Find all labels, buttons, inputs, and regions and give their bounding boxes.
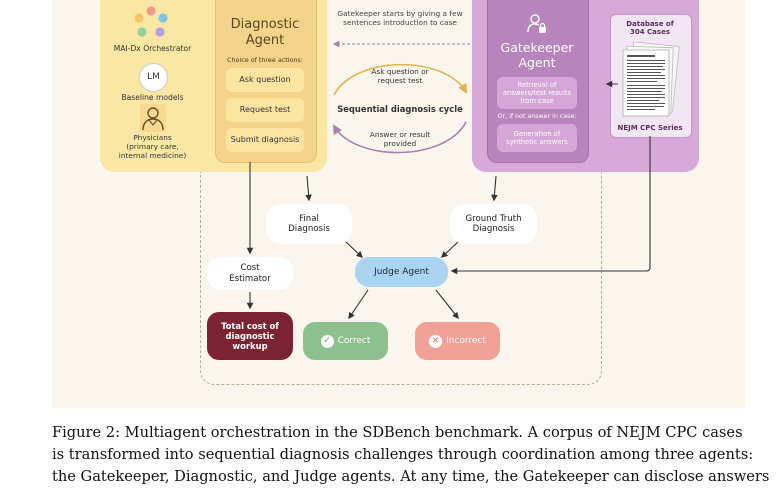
- ground-truth-line: Diagnosis: [472, 224, 515, 234]
- caption-line: the Gatekeeper, Diagnostic, and Judge ag…: [52, 468, 770, 485]
- figure-caption: Figure 2: Multiagent orchestration in th…: [52, 422, 770, 488]
- baseline-label: Baseline models: [121, 93, 184, 102]
- judge-agent-box: Judge Agent: [355, 257, 448, 287]
- gatekeeper-intro-line: sentences introduction to case: [343, 17, 457, 27]
- retrieval-line: Retrieval of: [517, 80, 557, 89]
- cycle-top-label: Ask question or request test: [350, 67, 450, 86]
- diagnostic-agent-title-line: Agent: [245, 32, 285, 48]
- diagnostic-agent-subtitle: Choice of three actions:: [227, 56, 303, 64]
- ground-truth-line: Ground Truth: [465, 213, 522, 224]
- judge-to-correct-arrow: [348, 289, 369, 320]
- request-test-label: Request test: [239, 105, 291, 115]
- retrieval-line: answers/test results: [502, 88, 572, 97]
- diagnostic-agent-title-line: Diagnostic: [230, 17, 300, 32]
- dashed-workflow-boundary: [200, 172, 602, 385]
- cost-estimator-box: Cost Estimator: [207, 257, 293, 290]
- correct-label: Correct: [337, 335, 371, 346]
- diagnostic-agent-title: Diagnostic Agent: [215, 17, 315, 48]
- fallback-label: Or, if not answer in case:: [497, 113, 577, 120]
- final-diagnosis-line: Final: [299, 213, 319, 224]
- caption-line: is transformed into sequential diagnosis…: [52, 446, 754, 463]
- physicians-label: Physicians (primary care, internal medic…: [100, 133, 205, 161]
- database-title-line: 304 Cases: [630, 28, 670, 37]
- total-cost-box: Total cost of diagnostic workup: [207, 312, 293, 360]
- mai-dx-orchestrator-icon: [134, 6, 168, 37]
- judge-agent-label: Judge Agent: [374, 266, 429, 277]
- submit-diagnosis-label: Submit diagnosis: [230, 135, 300, 145]
- ask-question-label: Ask question: [239, 75, 291, 85]
- submit-to-final-arrow: [305, 175, 312, 202]
- gatekeeper-agent-title: Gatekeeper Agent: [487, 40, 587, 70]
- language-model-icon: LM: [139, 63, 168, 92]
- generation-line: synthetic answers: [506, 138, 568, 146]
- physician-icon: [140, 104, 166, 132]
- database-title: Database of 304 Cases: [610, 20, 690, 37]
- cycle-bottom-line: provided: [383, 138, 417, 148]
- cycle-top-line: Ask question or: [371, 67, 429, 76]
- submit-diagnosis-action: Submit diagnosis: [226, 128, 304, 152]
- cost-estimator-line: Cost: [240, 263, 260, 274]
- database-series-label: NEJM CPC Series: [617, 124, 683, 132]
- ground-truth-box: Ground Truth Diagnosis: [450, 204, 537, 244]
- total-cost-line: Total cost of: [221, 320, 279, 331]
- figure-2: MAI-Dx Orchestrator LM Baseline models P…: [52, 0, 769, 485]
- total-cost-line: workup: [232, 341, 268, 352]
- final-to-judge-arrow: [345, 241, 363, 258]
- gatekeeper-agent-title-line: Agent: [518, 55, 556, 70]
- total-cost-line: diagnostic: [225, 330, 275, 341]
- ask-question-action: Ask question: [226, 68, 304, 92]
- gatekeeper-intro-line: Gatekeeper starts by giving a few: [337, 9, 463, 18]
- request-test-action: Request test: [226, 98, 304, 122]
- gatekeeper-intro-label: Gatekeeper starts by giving a few senten…: [330, 9, 470, 28]
- retrieval-line: from case: [520, 97, 554, 106]
- gatekeeper-person-lock-icon: [527, 14, 546, 33]
- flow-arrows: [246, 40, 651, 320]
- generation-line: Generation of: [513, 129, 561, 138]
- incorrect-outcome-box: ✕ Incorrect: [415, 322, 500, 360]
- cycle-center-label: Sequential diagnosis cycle: [337, 104, 463, 114]
- check-icon: ✓: [320, 334, 334, 348]
- orchestrator-label: MAI-Dx Orchestrator: [113, 44, 192, 53]
- ground-truth-to-judge-arrow: [441, 241, 459, 258]
- physicians-label-line: internal medicine): [118, 150, 187, 160]
- cycle-top-line: request test: [377, 75, 423, 85]
- cross-icon: ✕: [429, 334, 443, 348]
- correct-outcome-box: ✓ Correct: [303, 322, 388, 360]
- cycle-bottom-label: Answer or result provided: [350, 130, 450, 149]
- final-diagnosis-box: Final Diagnosis: [266, 204, 352, 244]
- database-title-line: Database of: [626, 20, 674, 28]
- baseline-icon-text: LM: [147, 72, 160, 83]
- judge-to-incorrect-arrow: [435, 289, 459, 320]
- incorrect-label: Incorrect: [446, 335, 486, 346]
- cycle-bottom-line: Answer or result: [369, 130, 431, 139]
- gatekeeper-to-ground-truth-arrow: [491, 175, 498, 202]
- physicians-label-line: (primary care,: [126, 141, 179, 151]
- case-documents-icon: [622, 42, 680, 117]
- final-diagnosis-line: Diagnosis: [288, 224, 330, 234]
- physicians-label-line: Physicians: [133, 133, 172, 142]
- retrieval-step: Retrieval of answers/test results from c…: [497, 77, 577, 109]
- gatekeeper-agent-title-line: Gatekeeper: [500, 40, 574, 55]
- caption-line: Figure 2: Multiagent orchestration in th…: [52, 424, 743, 441]
- database-to-judge-arrow: [450, 136, 651, 275]
- cycle-bottom-arc: [333, 121, 467, 154]
- cycle-top-arc: [333, 63, 467, 96]
- cost-estimator-line: Estimator: [229, 273, 271, 284]
- generation-step: Generation of synthetic answers: [497, 124, 577, 152]
